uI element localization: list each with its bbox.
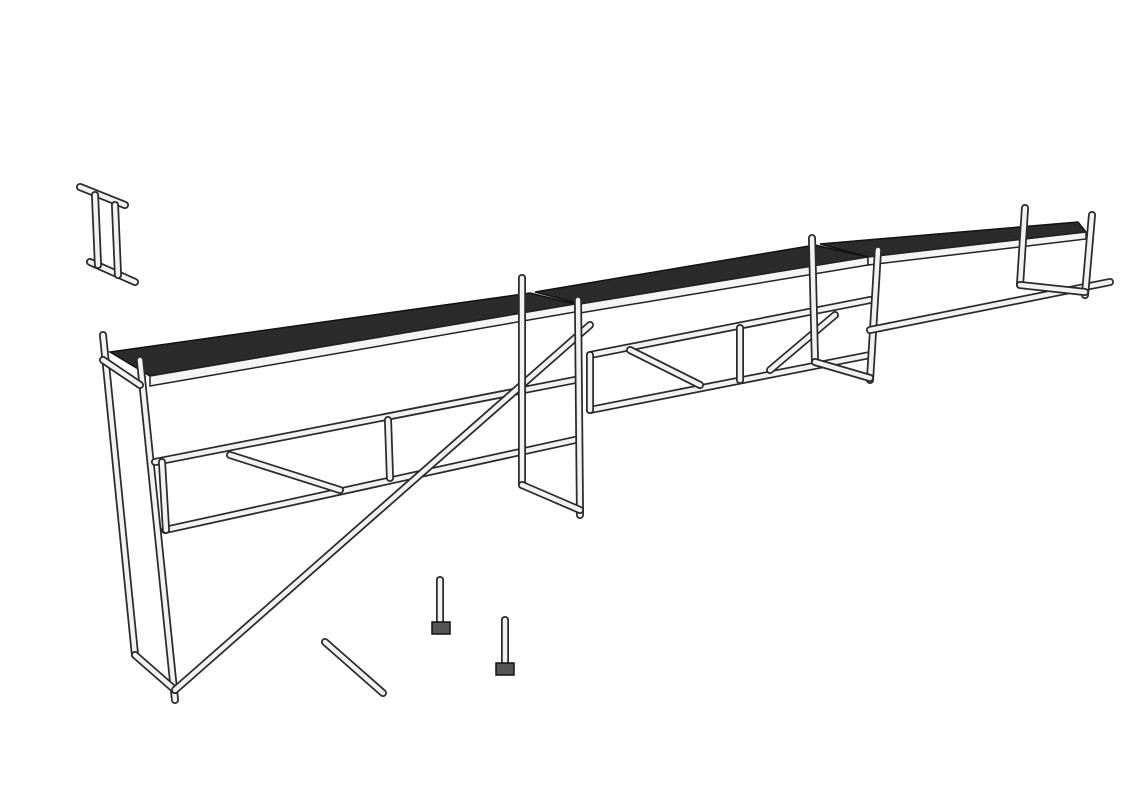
base-jack-plate xyxy=(495,662,515,676)
base-jack-plate xyxy=(431,621,451,635)
loose-frame xyxy=(77,184,128,208)
frame-rail xyxy=(519,482,583,513)
frame-post xyxy=(1082,212,1095,298)
frame-post xyxy=(867,247,881,383)
end-frame-rail xyxy=(132,652,178,693)
end-frame-rail xyxy=(100,357,143,388)
loose-frame xyxy=(92,192,101,268)
frame-post xyxy=(385,417,393,481)
frame-brace xyxy=(227,452,343,493)
diagonal-brace xyxy=(172,322,593,693)
end-frame-post xyxy=(100,332,138,658)
frame-post xyxy=(575,297,583,518)
toe-board xyxy=(322,639,386,696)
guard-rail xyxy=(162,437,578,533)
frame-post xyxy=(809,235,818,365)
frame-brace xyxy=(627,347,703,388)
guard-rail xyxy=(152,377,578,465)
frame-brace xyxy=(767,312,838,373)
guard-rail xyxy=(587,297,873,358)
platform-deck-2 xyxy=(534,244,869,314)
end-frame-post xyxy=(137,357,178,703)
frame-rail xyxy=(1017,282,1088,295)
scaffold-tubes xyxy=(76,183,1114,704)
frame-post xyxy=(159,459,169,533)
platform-deck-3 xyxy=(819,221,1088,266)
loose-frame xyxy=(112,202,121,278)
frame-rail xyxy=(812,359,873,381)
platform-deck-1 xyxy=(107,292,576,387)
frame-post xyxy=(1017,205,1028,288)
